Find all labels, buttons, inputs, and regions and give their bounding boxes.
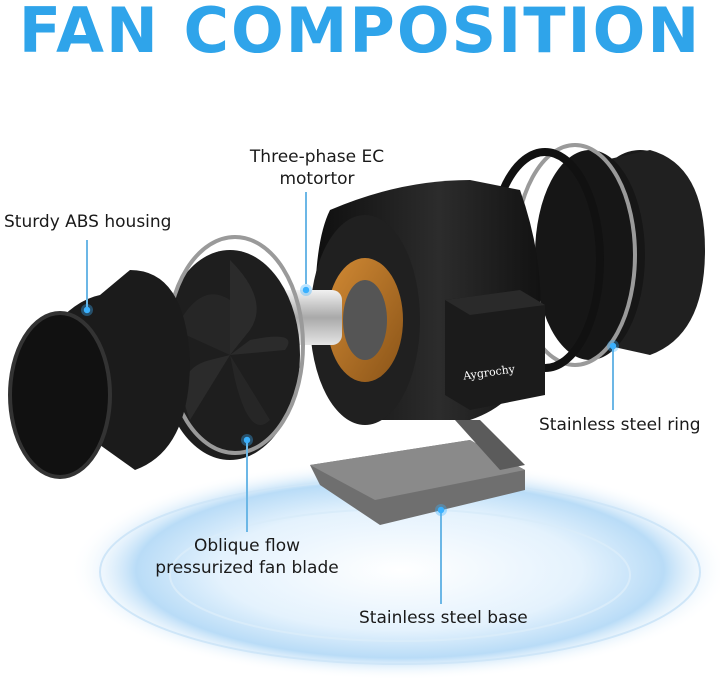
label-ec-motor-line2: motortor (279, 169, 355, 189)
callout-line-base (440, 512, 442, 604)
label-fan-blade: Oblique flow pressurized fan blade (150, 535, 344, 579)
junction-box-top (445, 290, 545, 315)
callout-dot-base (435, 504, 447, 516)
callout-line-motor (305, 192, 307, 284)
callout-dot-blade (241, 434, 253, 446)
left-duct-opening (10, 313, 110, 477)
glow-platform (70, 460, 720, 680)
label-steel-ring: Stainless steel ring (539, 415, 701, 435)
label-fan-blade-line2: pressurized fan blade (155, 558, 339, 578)
label-ec-motor-line1: Three-phase EC (249, 147, 385, 167)
steel-base-top (310, 440, 525, 500)
label-abs-housing: Sturdy ABS housing (4, 212, 172, 232)
left-duct-rim (8, 311, 112, 479)
right-duct-front (535, 150, 645, 360)
label-ec-motor: Three-phase EC motortor (228, 146, 406, 190)
junction-box (445, 290, 545, 410)
label-steel-base: Stainless steel base (359, 608, 528, 628)
callout-line-housing (86, 240, 88, 308)
callout-line-blade (246, 442, 248, 532)
stator-core (343, 280, 387, 360)
callout-dot-ring (607, 340, 619, 352)
callout-dot-motor (300, 284, 312, 296)
label-fan-blade-line1: Oblique flow (193, 536, 301, 556)
fan-blade (160, 250, 300, 460)
callout-line-ring (612, 348, 614, 410)
callout-dot-housing (81, 304, 93, 316)
page-title: FAN COMPOSITION (18, 0, 702, 67)
steel-bracket (455, 420, 525, 470)
